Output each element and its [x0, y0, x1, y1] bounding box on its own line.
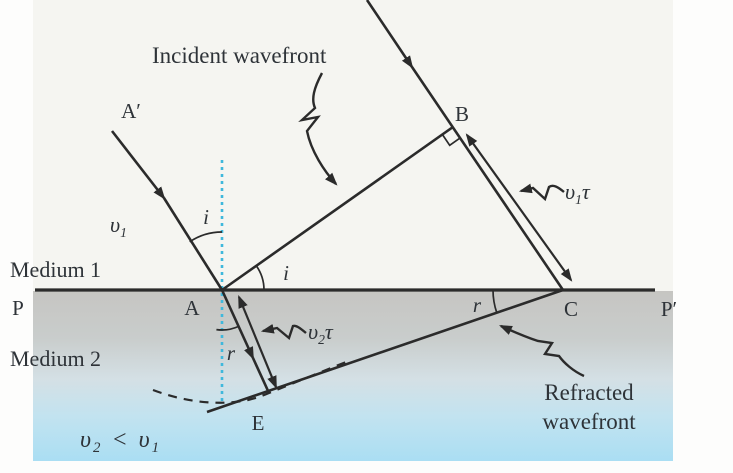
label-refracted-wavefront-line1: Refracted	[544, 380, 634, 405]
label-point-E: E	[252, 411, 265, 435]
label-point-A-prime: A′	[121, 99, 141, 123]
label-medium-1: Medium 1	[10, 257, 101, 282]
label-angle-i-normal: i	[203, 205, 209, 229]
label-medium-2: Medium 2	[10, 346, 101, 371]
v1tau-measure-arrow	[465, 133, 573, 282]
label-point-P-prime: P′	[661, 297, 677, 321]
v1tau-pointer-arrow	[518, 183, 565, 202]
incident-ray-2	[365, 0, 414, 69]
label-angle-r-normal: r	[227, 341, 236, 365]
v2tau-measure-arrow	[237, 294, 278, 390]
label-point-A: A	[184, 296, 200, 320]
label-angle-i-surface: i	[283, 261, 289, 285]
label-point-C: C	[564, 297, 578, 321]
angle-r-arc-surface	[492, 289, 498, 314]
label-angle-r-surface: r	[473, 293, 482, 317]
right-angle-marker	[441, 134, 461, 147]
incident-ray-1-tail	[162, 197, 224, 291]
label-v1-tau: υ1τ	[565, 179, 591, 207]
label-point-B: B	[455, 102, 469, 126]
label-v2-tau: υ2τ	[308, 319, 334, 347]
label-speed-relation: υ2<υ1	[80, 427, 161, 456]
medium1-region	[33, 0, 673, 291]
incident-ray-1	[110, 130, 166, 200]
angle-i-arc-normal	[189, 231, 223, 243]
angle-r-arc-normal	[216, 325, 239, 331]
incident-wavefront-line	[221, 125, 454, 292]
refracted-wavefront-line	[206, 288, 564, 414]
refracted-wavefront-pointer-arrow	[499, 324, 585, 378]
incident-wavefront-pointer-arrow	[298, 72, 338, 186]
angle-i-arc-surface	[255, 265, 265, 291]
label-v1: υ1	[110, 212, 127, 240]
medium2-region	[33, 291, 673, 461]
secondary-wavelet-arc	[152, 358, 352, 404]
v2tau-pointer-arrow	[260, 323, 307, 341]
label-point-P: P	[12, 296, 24, 320]
label-incident-wavefront: Incident wavefront	[152, 43, 327, 68]
label-refracted-wavefront-line2: wavefront	[542, 409, 636, 434]
